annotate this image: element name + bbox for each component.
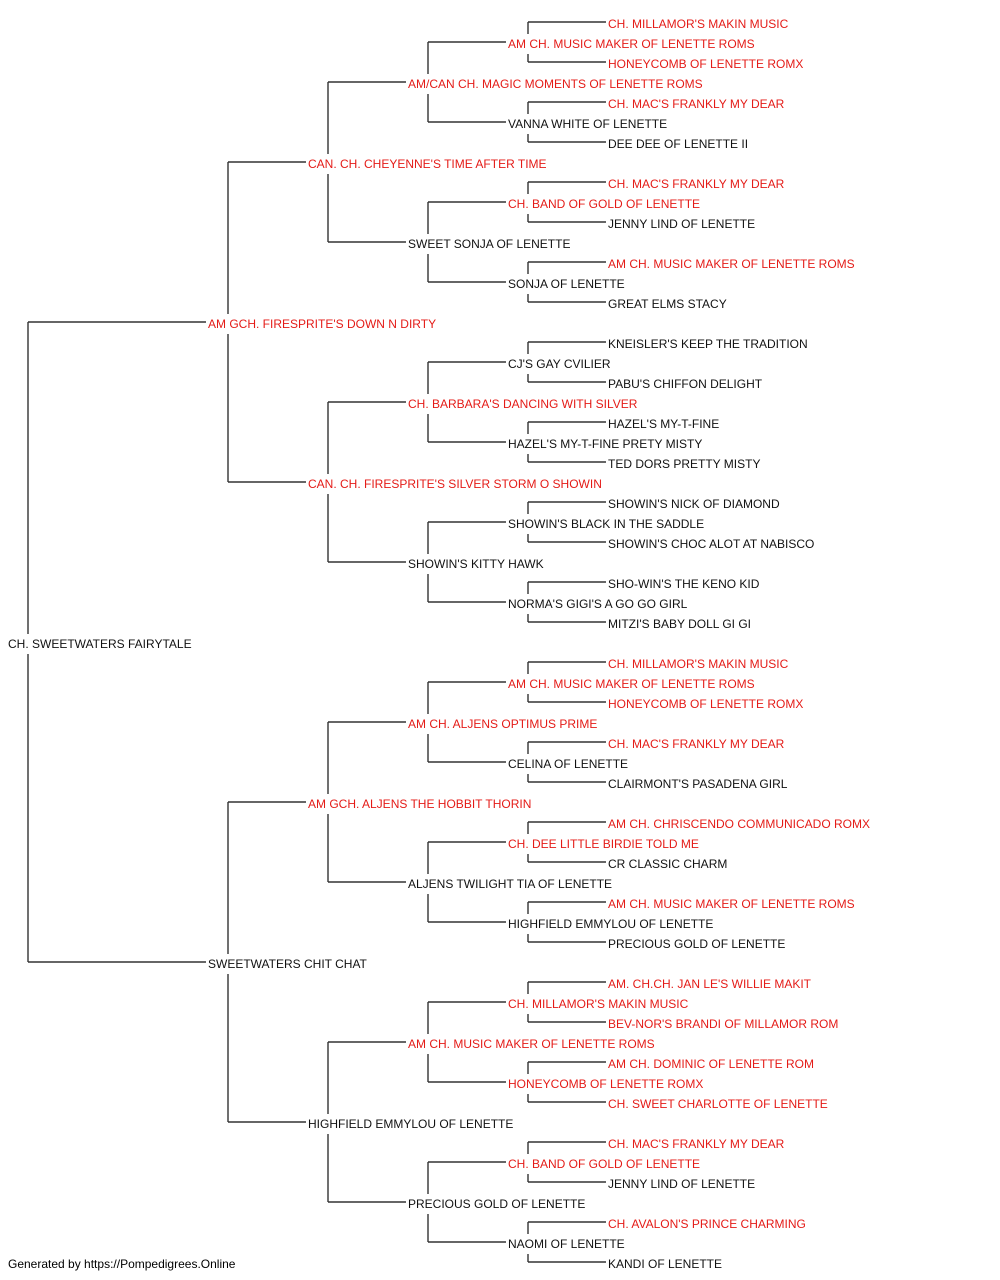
- dog-name-dam-dam-dam-dam-sire: CH. AVALON'S PRINCE CHARMING: [608, 1217, 806, 1231]
- dog-name-sire-sire-dam: SWEET SONJA OF LENETTE: [408, 237, 570, 251]
- dog-name-sire-sire-dam-dam-dam: GREAT ELMS STACY: [608, 297, 727, 311]
- dog-name-dam-sire-sire-sire-sire: CH. MILLAMOR'S MAKIN MUSIC: [608, 657, 789, 671]
- dog-name-dam-sire-sire-sire-dam: HONEYCOMB OF LENETTE ROMX: [608, 697, 803, 711]
- dog-name-sire-dam-sire: CH. BARBARA'S DANCING WITH SILVER: [408, 397, 638, 411]
- dog-name-dam-dam: HIGHFIELD EMMYLOU OF LENETTE: [308, 1117, 513, 1131]
- dog-name-sire-dam-dam-dam: NORMA'S GIGI'S A GO GO GIRL: [508, 597, 688, 611]
- dog-name-sire-dam-sire-sire: CJ'S GAY CVILIER: [508, 357, 611, 371]
- dog-name-sire-dam-dam-dam-sire: SHO-WIN'S THE KENO KID: [608, 577, 760, 591]
- dog-name-dam-dam-sire-sire: CH. MILLAMOR'S MAKIN MUSIC: [508, 997, 689, 1011]
- dog-name-dam-dam-dam: PRECIOUS GOLD OF LENETTE: [408, 1197, 585, 1211]
- dog-name-sire-sire-sire-sire-sire: CH. MILLAMOR'S MAKIN MUSIC: [608, 17, 789, 31]
- dog-name-sire-dam-sire-sire-sire: KNEISLER'S KEEP THE TRADITION: [608, 337, 808, 351]
- dog-name-sire-sire: CAN. CH. CHEYENNE'S TIME AFTER TIME: [308, 157, 547, 171]
- dog-name-sire-dam-dam-dam-dam: MITZI'S BABY DOLL GI GI: [608, 617, 751, 631]
- dog-name-dam-sire-dam: ALJENS TWILIGHT TIA OF LENETTE: [408, 877, 612, 891]
- dog-name-sire-dam-dam-sire: SHOWIN'S BLACK IN THE SADDLE: [508, 517, 704, 531]
- dog-name-dam-sire-dam-dam: HIGHFIELD EMMYLOU OF LENETTE: [508, 917, 713, 931]
- dog-name-dam-dam-dam-dam-dam: KANDI OF LENETTE: [608, 1257, 722, 1271]
- dog-name-sire-dam-sire-sire-dam: PABU'S CHIFFON DELIGHT: [608, 377, 763, 391]
- dog-name-sire-dam: CAN. CH. FIRESPRITE'S SILVER STORM O SHO…: [308, 477, 602, 491]
- dog-name-sire: AM GCH. FIRESPRITE'S DOWN N DIRTY: [208, 317, 436, 331]
- dog-name-sire-sire-sire-sire: AM CH. MUSIC MAKER OF LENETTE ROMS: [508, 37, 755, 51]
- dog-name-sire-dam-dam-sire-dam: SHOWIN'S CHOC ALOT AT NABISCO: [608, 537, 814, 551]
- dog-name-sire-dam-sire-dam-dam: TED DORS PRETTY MISTY: [608, 457, 760, 471]
- dog-name-dam-dam-dam-dam: NAOMI OF LENETTE: [508, 1237, 625, 1251]
- dog-name-dam-sire-dam-dam-dam: PRECIOUS GOLD OF LENETTE: [608, 937, 785, 951]
- dog-name-dam-sire-dam-sire: CH. DEE LITTLE BIRDIE TOLD ME: [508, 837, 699, 851]
- dog-name-dam-dam-sire-sire-sire: AM. CH.CH. JAN LE'S WILLIE MAKIT: [608, 977, 812, 991]
- footer-credit: Generated by https://Pompedigrees.Online: [8, 1257, 236, 1271]
- dog-name-sire-sire-dam-sire: CH. BAND OF GOLD OF LENETTE: [508, 197, 700, 211]
- dog-name-dam-dam-sire-dam: HONEYCOMB OF LENETTE ROMX: [508, 1077, 703, 1091]
- dog-name-dam-sire-sire-dam-sire: CH. MAC'S FRANKLY MY DEAR: [608, 737, 785, 751]
- dog-name-sire-sire-sire: AM/CAN CH. MAGIC MOMENTS OF LENETTE ROMS: [408, 77, 703, 91]
- dog-name-sire-sire-sire-dam-sire: CH. MAC'S FRANKLY MY DEAR: [608, 97, 785, 111]
- dog-name-sire-sire-dam-sire-dam: JENNY LIND OF LENETTE: [608, 217, 755, 231]
- dog-name-dam-dam-sire-dam-sire: AM CH. DOMINIC OF LENETTE ROM: [608, 1057, 814, 1071]
- dog-name-dam-sire: AM GCH. ALJENS THE HOBBIT THORIN: [308, 797, 531, 811]
- dog-name-dam-sire-sire-dam: CELINA OF LENETTE: [508, 757, 628, 771]
- dog-name-sire-sire-sire-dam-dam: DEE DEE OF LENETTE II: [608, 137, 748, 151]
- dog-name-dam-dam-sire-dam-dam: CH. SWEET CHARLOTTE OF LENETTE: [608, 1097, 828, 1111]
- dog-name-dam-sire-dam-dam-sire: AM CH. MUSIC MAKER OF LENETTE ROMS: [608, 897, 855, 911]
- dog-name-sire-sire-sire-sire-dam: HONEYCOMB OF LENETTE ROMX: [608, 57, 803, 71]
- dog-name-dam-dam-sire-sire-dam: BEV-NOR'S BRANDI OF MILLAMOR ROM: [608, 1017, 838, 1031]
- dog-name-dam-dam-dam-sire-sire: CH. MAC'S FRANKLY MY DEAR: [608, 1137, 785, 1151]
- dog-name-subject: CH. SWEETWATERS FAIRYTALE: [8, 637, 192, 651]
- dog-name-dam-sire-sire-sire: AM CH. MUSIC MAKER OF LENETTE ROMS: [508, 677, 755, 691]
- dog-name-dam-dam-dam-sire-dam: JENNY LIND OF LENETTE: [608, 1177, 755, 1191]
- dog-name-dam-dam-sire: AM CH. MUSIC MAKER OF LENETTE ROMS: [408, 1037, 655, 1051]
- dog-name-sire-dam-sire-dam-sire: HAZEL'S MY-T-FINE: [608, 417, 719, 431]
- dog-name-sire-sire-dam-dam-sire: AM CH. MUSIC MAKER OF LENETTE ROMS: [608, 257, 855, 271]
- dog-name-dam-sire-sire-dam-dam: CLAIRMONT'S PASADENA GIRL: [608, 777, 788, 791]
- dog-name-dam-dam-dam-sire: CH. BAND OF GOLD OF LENETTE: [508, 1157, 700, 1171]
- dog-name-sire-dam-sire-dam: HAZEL'S MY-T-FINE PRETY MISTY: [508, 437, 702, 451]
- dog-name-sire-dam-dam: SHOWIN'S KITTY HAWK: [408, 557, 544, 571]
- dog-name-dam-sire-sire: AM CH. ALJENS OPTIMUS PRIME: [408, 717, 597, 731]
- dog-name-sire-sire-dam-dam: SONJA OF LENETTE: [508, 277, 625, 291]
- dog-name-dam-sire-dam-sire-dam: CR CLASSIC CHARM: [608, 857, 727, 871]
- dog-name-sire-dam-dam-sire-sire: SHOWIN'S NICK OF DIAMOND: [608, 497, 780, 511]
- dog-name-sire-sire-dam-sire-sire: CH. MAC'S FRANKLY MY DEAR: [608, 177, 785, 191]
- dog-name-sire-sire-sire-dam: VANNA WHITE OF LENETTE: [508, 117, 667, 131]
- dog-name-dam-sire-dam-sire-sire: AM CH. CHRISCENDO COMMUNICADO ROMX: [608, 817, 870, 831]
- dog-name-dam: SWEETWATERS CHIT CHAT: [208, 957, 368, 971]
